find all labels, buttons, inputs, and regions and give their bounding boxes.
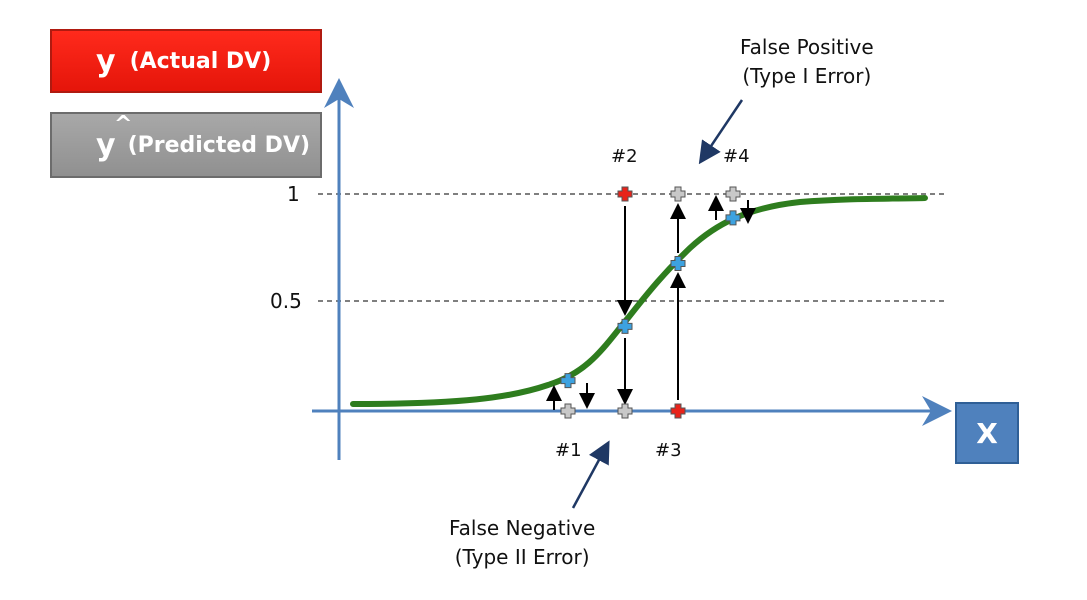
point-1-predicted-marker: [560, 373, 576, 389]
false-positive-subtitle: (Type I Error): [742, 64, 872, 88]
actual-symbol: y: [96, 43, 116, 79]
false-negative-title: False Negative: [449, 516, 596, 540]
false-positive-annotation: False Positive (Type I Error): [740, 33, 874, 91]
false-negative-pointer: [571, 440, 610, 509]
point-1-rounded-marker: [560, 403, 576, 419]
point-4-predicted-marker: [725, 210, 741, 226]
point-2-actual-marker: [617, 186, 633, 202]
point-4-rounded-marker: [725, 186, 741, 202]
point-label-1: #1: [555, 440, 582, 461]
point-2-rounded-marker: [617, 403, 633, 419]
point-3-actual-marker: [670, 403, 686, 419]
point-2-predicted-marker: [617, 318, 633, 334]
point-label-2: #2: [611, 146, 638, 167]
logistic-curve: [350, 195, 928, 407]
actual-label: (Actual DV): [129, 48, 272, 74]
false-negative-annotation: False Negative (Type II Error): [449, 514, 595, 572]
false-positive-title: False Positive: [740, 35, 874, 59]
point-label-4: #4: [723, 146, 750, 167]
false-negative-subtitle: (Type II Error): [454, 545, 590, 569]
point-3-predicted-marker: [670, 255, 686, 271]
legend-predicted-dv: y^ (Predicted DV): [50, 112, 322, 178]
false-positive-pointer: [698, 99, 744, 165]
predicted-symbol: y^: [96, 111, 133, 163]
predicted-label: (Predicted DV): [127, 132, 311, 158]
x-axis-badge: X: [955, 402, 1019, 464]
hat-symbol: ^: [114, 111, 133, 137]
point-label-3: #3: [655, 440, 682, 461]
y-tick-05: 0.5: [270, 289, 302, 313]
legend-actual-dv: y (Actual DV): [50, 29, 322, 93]
point-3-rounded-marker: [670, 186, 686, 202]
y-tick-1: 1: [287, 182, 300, 206]
